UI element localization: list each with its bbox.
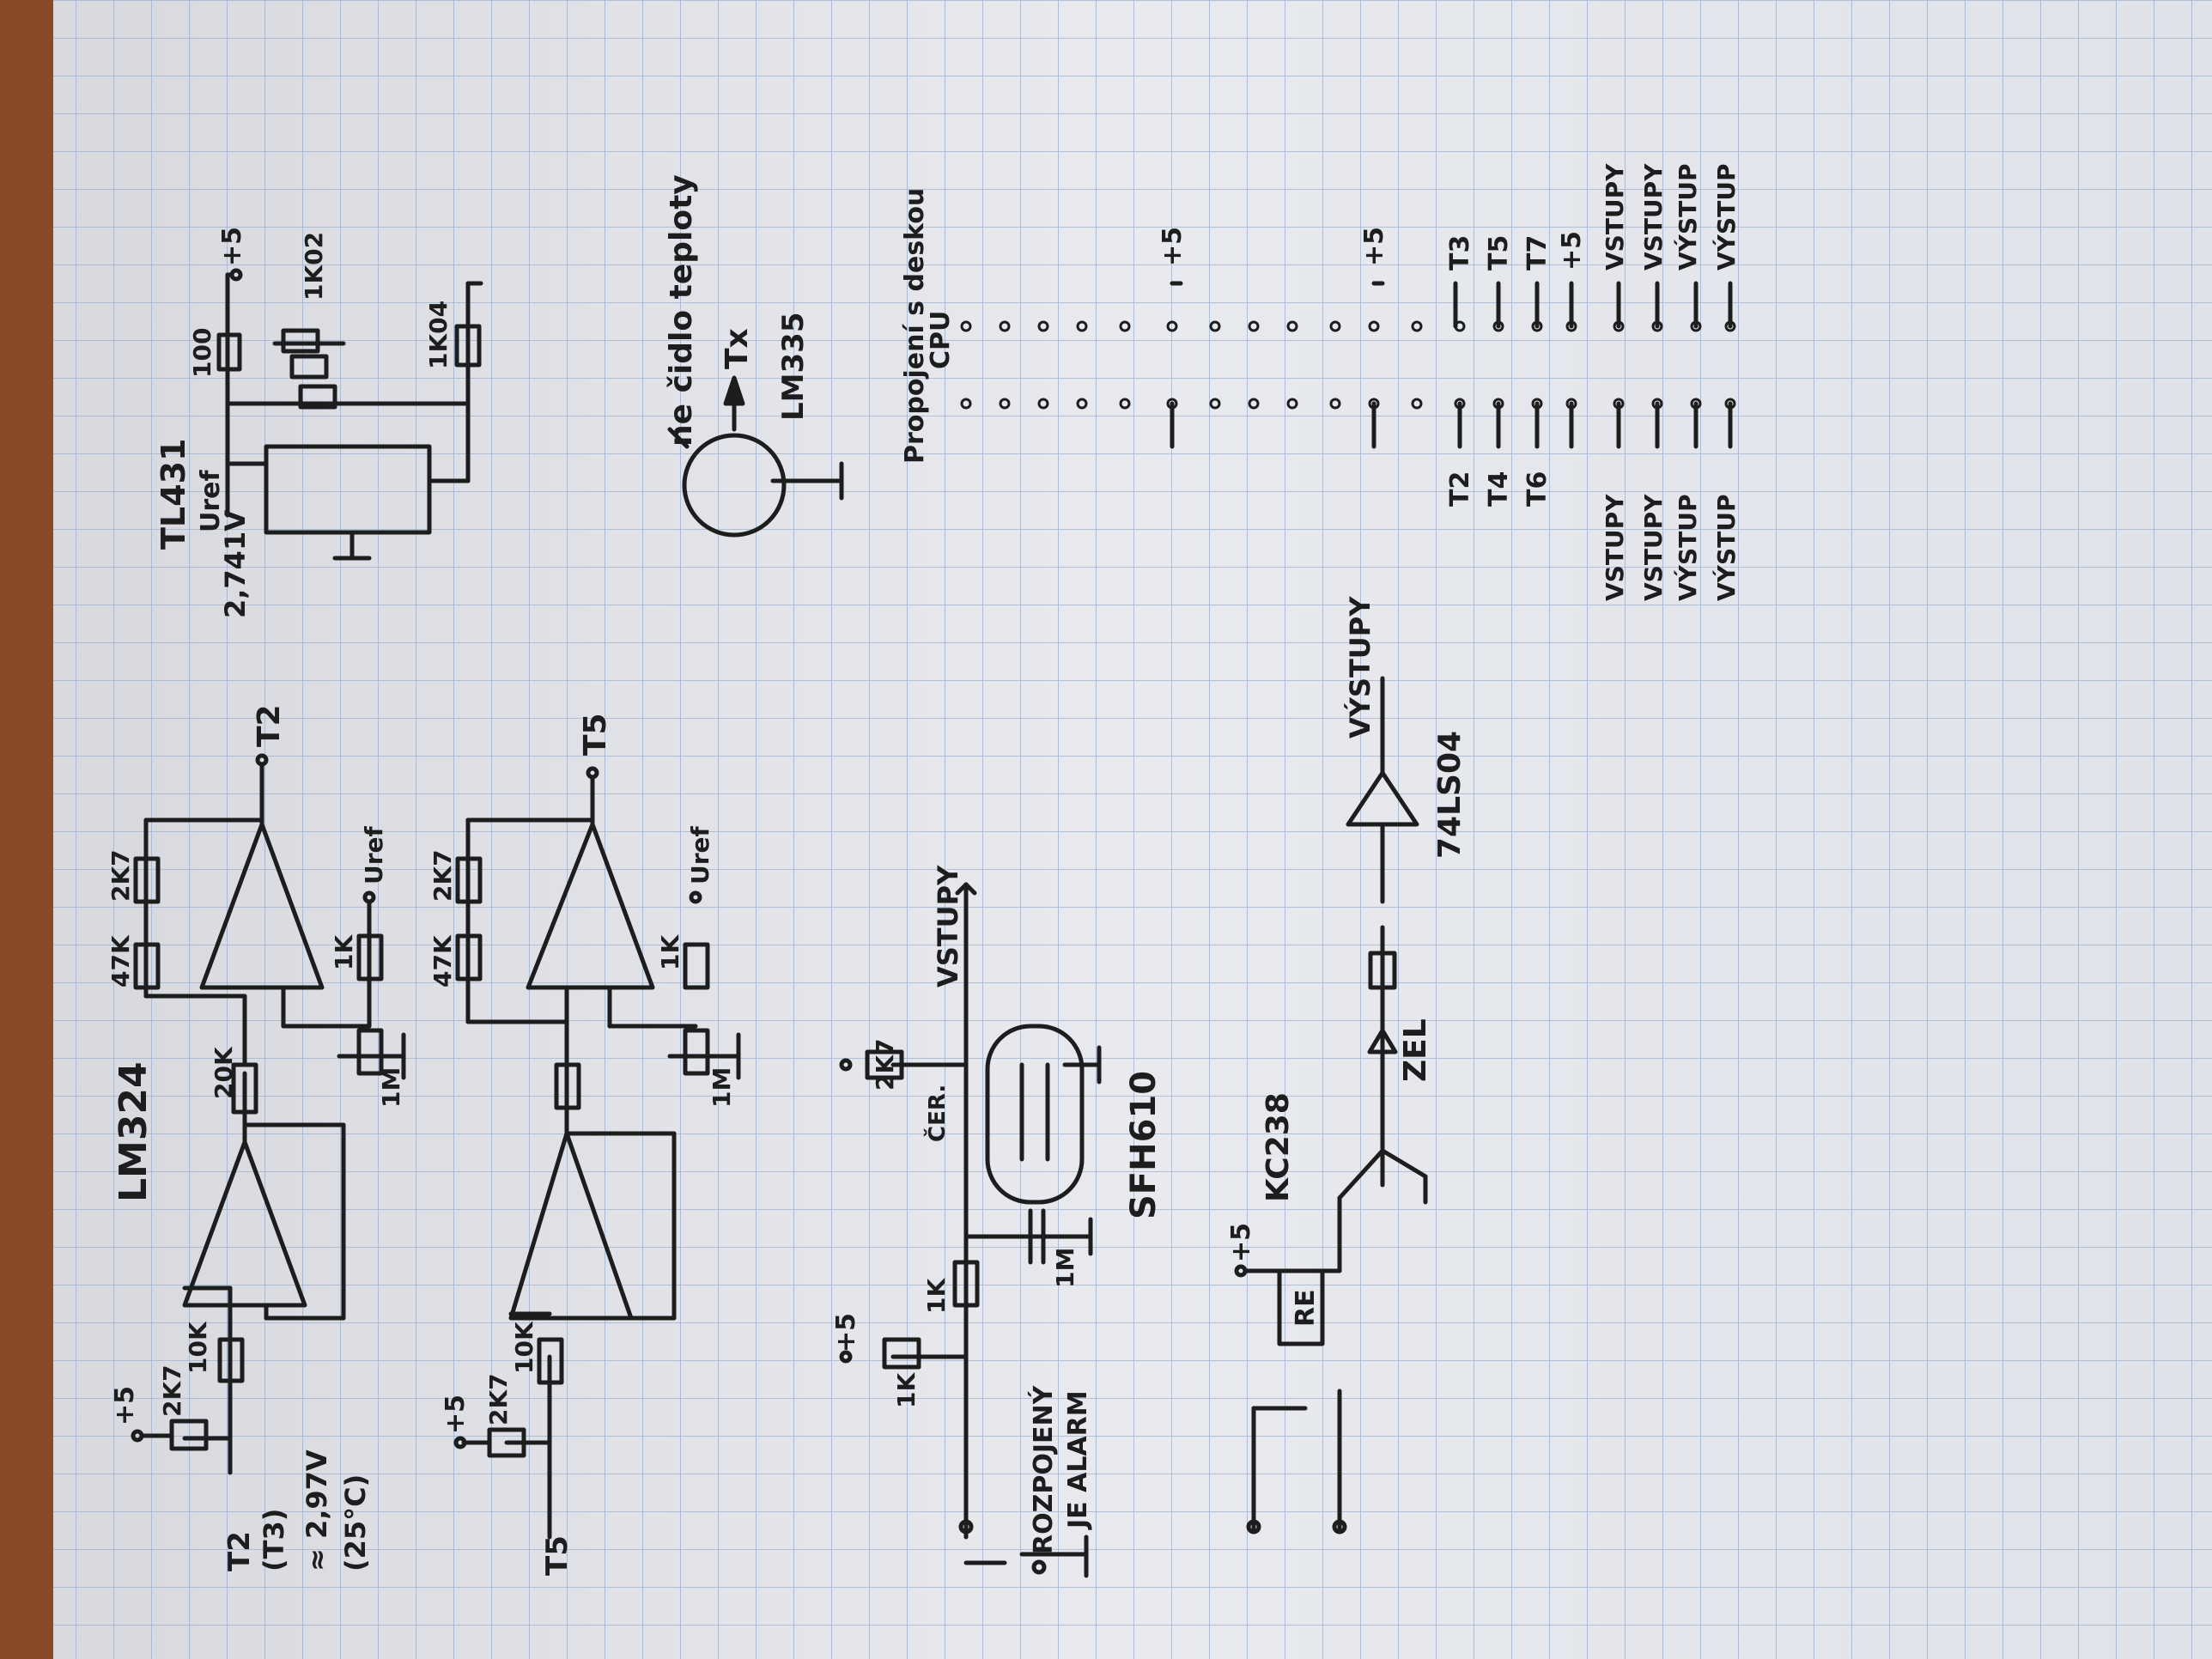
label-rozpojeny: ROZPOJENÝ xyxy=(1027,1384,1059,1554)
stage-2 xyxy=(453,766,741,1540)
label-r-2k7-b: 2K7 xyxy=(106,849,135,902)
label-plus5-g: +5 xyxy=(1359,227,1389,266)
label-plus5-d: +5 xyxy=(831,1313,861,1352)
label-tl431: TL431 xyxy=(155,439,192,550)
stage-1 xyxy=(131,753,406,1475)
label-r-100: 100 xyxy=(188,328,216,378)
label-r-1m-c: 1M xyxy=(1051,1248,1079,1288)
label-r-10k-a: 10K xyxy=(184,1321,212,1374)
label-conn-plus5: +5 xyxy=(1557,231,1587,270)
label-74ls04: 74LS04 xyxy=(1432,731,1468,859)
label-lm335: LM335 xyxy=(776,313,811,421)
label-r-1m-b: 1M xyxy=(708,1067,736,1108)
label-r-20k: 20K xyxy=(210,1046,238,1099)
label-plus5-b: +5 xyxy=(441,1395,471,1434)
label-cpu-connect-2: CPU xyxy=(926,311,956,369)
label-kc238: KC238 xyxy=(1261,1092,1296,1202)
label-zel: ZEL xyxy=(1398,1018,1433,1082)
optocoupler-alarm xyxy=(839,882,1102,1578)
label-temp-sensor: ne čidlo teploty xyxy=(664,174,699,447)
label-sfh610: SFH610 xyxy=(1124,1071,1164,1219)
label-conn-t2: T2 xyxy=(1445,471,1475,507)
label-vref-b: Uref xyxy=(686,825,714,884)
label-re: RE xyxy=(1291,1289,1321,1327)
label-cer: ČER. xyxy=(923,1085,951,1142)
label-r-1k-a: 1K xyxy=(330,934,358,970)
label-r-1k04: 1K04 xyxy=(424,301,453,369)
tl431-reference xyxy=(216,268,483,561)
label-je-alarm: JE ALARM xyxy=(1063,1390,1093,1530)
schematic-labels: LM324 TL431 2,741V Uref T2 (T3) ≈ 2,97V … xyxy=(106,163,1741,1576)
label-vref-value: 2,741V xyxy=(219,510,252,618)
label-plus5-f: +5 xyxy=(1158,227,1188,266)
connector-pins xyxy=(960,320,1736,410)
label-vref-a: Uref xyxy=(360,825,388,884)
lm335-sensor xyxy=(667,375,844,538)
label-r-1k02: 1K02 xyxy=(300,232,328,301)
label-conn-vystup-b: VÝSTUP xyxy=(1711,164,1741,270)
label-r-2k7-e: 2K7 xyxy=(871,1038,899,1091)
label-plus5-a: +5 xyxy=(110,1386,140,1425)
label-r-1k-d: 1K xyxy=(892,1372,921,1408)
label-vref: Uref xyxy=(196,469,226,532)
label-r-10k-b: 10K xyxy=(510,1321,538,1374)
label-r-1k-c: 1K xyxy=(922,1278,951,1314)
label-conn-left-vystup-a: VÝSTUP xyxy=(1673,495,1702,601)
label-t2-out: T2 xyxy=(252,704,287,747)
label-conn-t3: T3 xyxy=(1445,235,1475,270)
label-conn-vstupy-b: VSTUPY xyxy=(1639,163,1668,270)
label-r-47k-a: 47K xyxy=(106,934,135,988)
label-conn-vystup-a: VÝSTUP xyxy=(1673,164,1702,270)
label-tx: Tx xyxy=(720,328,755,369)
relay-driver xyxy=(1234,676,1428,1534)
label-conn-t5: T5 xyxy=(1484,235,1514,270)
label-t2-voltage: ≈ 2,97V xyxy=(301,1449,333,1571)
label-r-1m-a: 1M xyxy=(377,1067,405,1108)
label-plus5-c: +5 xyxy=(217,227,247,266)
label-vstupy-opto: VSTUPY xyxy=(932,865,964,988)
label-r-2k7-d: 2K7 xyxy=(428,849,457,902)
label-conn-left-vstupy-b: VSTUPY xyxy=(1639,494,1668,601)
label-r-2k7-c: 2K7 xyxy=(484,1373,513,1425)
label-r-2k7-a: 2K7 xyxy=(158,1364,186,1417)
label-t2-in: T2 xyxy=(222,1531,257,1571)
label-conn-t7: T7 xyxy=(1522,235,1553,270)
label-t2-temp: (25°C) xyxy=(339,1474,372,1571)
label-t3-in: (T3) xyxy=(258,1509,290,1571)
paper-grid xyxy=(53,0,2212,1659)
label-conn-left-vystup-b: VÝSTUP xyxy=(1711,495,1741,601)
label-t5-in: T5 xyxy=(540,1535,574,1576)
label-conn-t4: T4 xyxy=(1484,471,1514,507)
cpu-connector xyxy=(1170,281,1733,449)
label-lm324: LM324 xyxy=(112,1061,155,1202)
label-conn-t6: T6 xyxy=(1522,471,1553,507)
label-t5-out: T5 xyxy=(578,713,613,756)
label-plus5-e: +5 xyxy=(1226,1223,1256,1262)
label-r-1k-b: 1K xyxy=(656,934,684,970)
label-vystupy-ic: VÝSTUPY xyxy=(1344,596,1376,738)
label-r-47k-b: 47K xyxy=(428,934,457,988)
label-conn-vstupy-a: VSTUPY xyxy=(1601,163,1629,270)
label-cpu-connect-1: Propojení s deskou xyxy=(900,188,930,464)
label-conn-left-vstupy-a: VSTUPY xyxy=(1601,494,1629,601)
